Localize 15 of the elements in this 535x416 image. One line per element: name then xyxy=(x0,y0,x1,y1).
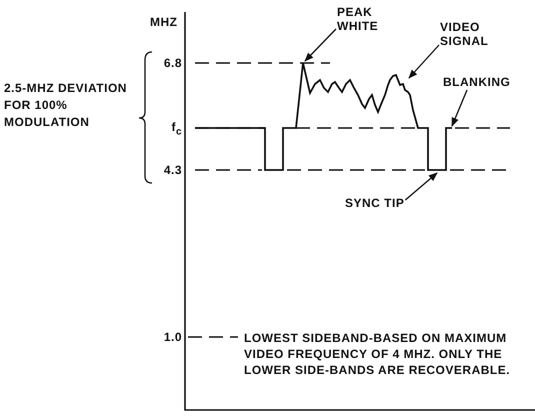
leader-arrow xyxy=(404,172,438,200)
tick-label: 6.8 xyxy=(164,56,182,70)
leader-arrow xyxy=(408,44,440,79)
callout-label: PEAK WHITE xyxy=(337,5,378,33)
leader-arrow xyxy=(451,90,468,127)
callout-label: SYNC TIP xyxy=(345,196,404,210)
axis-unit-label: MHZ xyxy=(150,15,178,29)
tick-label: 1.0 xyxy=(164,330,182,344)
callout-label: BLANKING xyxy=(443,75,510,89)
leader-arrow xyxy=(304,28,336,62)
note-text: LOWEST SIDEBAND-BASED ON MAXIMUM VIDEO FREQUENCY OF 4 MHZ. ONLY THE LOWER SIDE-BANDS ARE RECOVERABLE. xyxy=(244,331,510,377)
tick-label: f$_{c}$ xyxy=(171,120,182,134)
tick-label: 4.3 xyxy=(164,163,182,177)
annotation-text: 2.5-MHZ DEVIATION FOR 100% MODULATION xyxy=(4,81,127,129)
callout-label: VIDEO SIGNAL xyxy=(440,20,488,48)
